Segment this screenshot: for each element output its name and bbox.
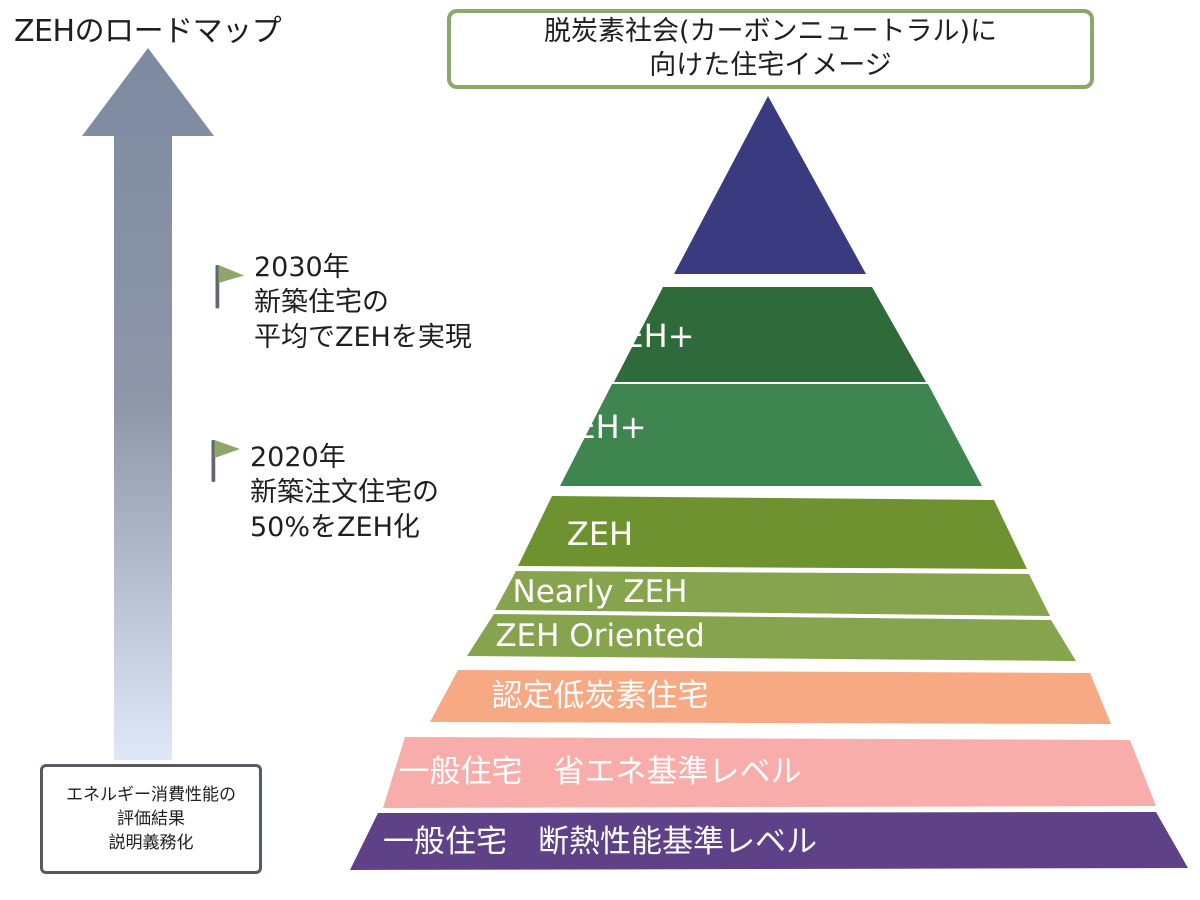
tier-label-lccm-house: 住宅 <box>573 204 626 234</box>
flag-icon <box>215 265 244 309</box>
evaluation-line: 評価結果 <box>117 809 185 829</box>
pyramid-tier-lccm <box>674 96 866 274</box>
milestone-text: 2030年 新築住宅の 平均でZEHを実現 <box>254 250 472 355</box>
goal-box: 脱炭素社会(カーボンニュートラル)に 向けた住宅イメージ <box>447 9 1094 89</box>
evaluation-line: エネルギー消費性能の <box>66 785 236 805</box>
pyramid-tier-zeh-oriented <box>467 614 1076 661</box>
milestone-line: 新築注文住宅の <box>250 477 439 508</box>
roadmap-arrow <box>80 46 216 762</box>
pyramid-tier-zeh <box>518 496 1027 569</box>
goal-line: 脱炭素社会(カーボンニュートラル)に <box>543 16 998 47</box>
tier-label: 認定低炭素住宅 <box>491 678 709 714</box>
pyramid-tier-next-gen-zeh-plus <box>614 287 926 382</box>
milestone-line: 50%をZEH化 <box>250 512 420 543</box>
tier-sublabel: ライフサイクル <box>561 236 639 249</box>
pyramid-tier-low-carbon <box>430 670 1111 724</box>
tier-sublabel: カーボンマイナス住宅 <box>545 251 655 264</box>
tier-label: ZEH+ <box>553 408 647 446</box>
milestone-line: 平均でZEHを実現 <box>254 322 472 353</box>
tier-label: 一般住宅 省エネ基準レベル <box>398 754 802 790</box>
pyramid-tier-nearly-zeh <box>495 571 1050 616</box>
evaluation-line: 説明義務化 <box>108 833 194 853</box>
evaluation-box: エネルギー消費性能の 評価結果 説明義務化 <box>40 764 262 874</box>
tier-label: 次世代ZEH+ <box>505 317 695 355</box>
tier-label: ZEH Oriented <box>495 618 705 654</box>
goal-line: 向けた住宅イメージ <box>649 50 892 81</box>
tier-label-lccm: LCCM <box>563 174 637 204</box>
milestone-line: 新築住宅の <box>254 287 389 318</box>
milestone-text: 2020年 新築注文住宅の 50%をZEH化 <box>250 440 439 545</box>
tier-label: 一般住宅 断熱性能基準レベル <box>383 824 817 860</box>
tier-label: Nearly ZEH <box>512 574 688 610</box>
pyramid-tier-insulation-standard <box>350 812 1188 870</box>
milestone-year: 2020年 <box>250 442 346 473</box>
milestone-year: 2030年 <box>254 252 350 283</box>
roadmap-title: ZEHのロードマップ <box>14 14 282 49</box>
pyramid-tier-energy-standard <box>383 737 1156 808</box>
flag-icon <box>211 440 240 482</box>
tier-label: ZEH <box>566 515 634 553</box>
pyramid-tier-zeh-plus <box>560 384 982 486</box>
